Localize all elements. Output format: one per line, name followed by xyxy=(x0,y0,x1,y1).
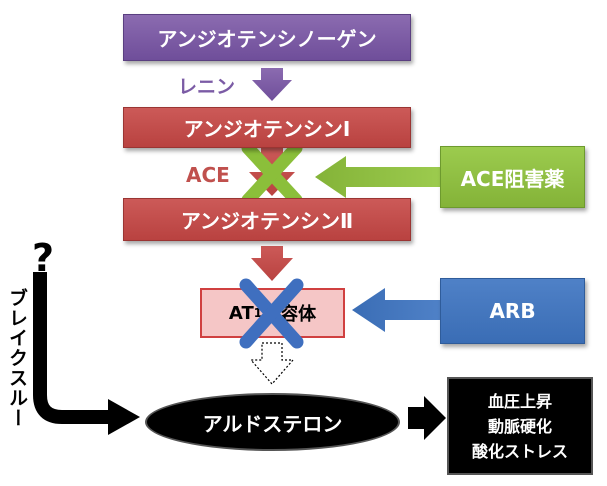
renin-arrow xyxy=(252,68,292,101)
angiotensin-1-label: アンジオテンシンⅠ xyxy=(183,117,351,141)
arb-node: ARB xyxy=(440,278,585,344)
angiotensin-2-label: アンジオテンシンⅡ xyxy=(180,209,354,233)
breakthrough-arrowhead xyxy=(108,399,140,435)
arb-label: ARB xyxy=(489,299,536,323)
aldosterone-node: アルドステロン xyxy=(145,393,400,451)
angiotensinogen-label: アンジオテンシノーゲン xyxy=(157,27,377,51)
effect-item: 酸化ストレス xyxy=(471,441,568,461)
effects-node: 血圧上昇 動脈硬化 酸化ストレス xyxy=(447,377,593,475)
ace-inhibitor-node: ACE阻害薬 xyxy=(440,146,585,208)
angiotensin-1-node: アンジオテンシンⅠ xyxy=(123,107,411,148)
angiotensin-2-node: アンジオテンシンⅡ xyxy=(123,198,411,241)
effects-arrow xyxy=(408,396,446,440)
ace-block-x-icon xyxy=(241,141,303,207)
arb-block-x-icon xyxy=(239,278,304,349)
ace-inhibitor-arrow xyxy=(315,156,440,198)
angiotensinogen-node: アンジオテンシノーゲン xyxy=(123,14,411,61)
breakthrough-arrow xyxy=(33,272,108,424)
renin-label: レニン xyxy=(178,76,236,98)
effect-item: 血圧上昇 xyxy=(487,391,552,411)
at1-label: AT xyxy=(228,302,254,324)
effect-item: 動脈硬化 xyxy=(487,416,552,436)
dashed-down-arrow xyxy=(249,342,295,385)
at1-subscript: 1 xyxy=(253,306,263,320)
breakthrough-label: ブレイクスルー xyxy=(6,288,28,428)
arb-arrow xyxy=(352,288,440,332)
aldosterone-label: アルドステロン xyxy=(202,411,343,436)
question-mark: ? xyxy=(32,236,55,280)
ace-inhibitor-label: ACE阻害薬 xyxy=(460,166,565,191)
ang2-arrow xyxy=(251,246,293,281)
ace-label: ACE xyxy=(186,163,230,187)
